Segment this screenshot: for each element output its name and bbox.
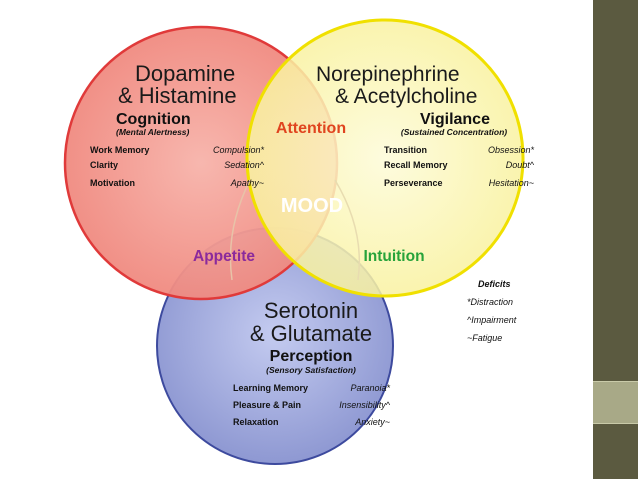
dopamine-row-positive: Clarity xyxy=(90,160,118,170)
serotonin-title-line2: & Glutamate xyxy=(250,321,372,346)
norepinephrine-title-line1: Norepinephrine xyxy=(316,63,460,86)
dopamine-function: Cognition xyxy=(116,111,191,128)
dopamine-row-negative: Compulsion* xyxy=(213,145,265,155)
sidebar-accent-line-bottom xyxy=(593,423,638,424)
serotonin-rows: Learning Memory Paranoia* Pleasure & Pai… xyxy=(233,383,391,427)
norepinephrine-row-positive: Transition xyxy=(384,145,427,155)
appetite-label: Appetite xyxy=(193,248,255,265)
dopamine-title-line2: & Histamine xyxy=(118,83,237,108)
serotonin-row-negative: Insensibility^ xyxy=(339,400,391,410)
deficit-item: ^Impairment xyxy=(467,315,517,325)
serotonin-title-line1: Serotonin xyxy=(264,298,358,323)
inner-arc-right xyxy=(334,179,361,281)
norepinephrine-rows: Transition Obsession* Recall Memory Doub… xyxy=(384,145,535,188)
sidebar-accent-block xyxy=(593,381,638,423)
norepinephrine-row-positive: Perseverance xyxy=(384,178,443,188)
inner-arc-left xyxy=(229,179,251,281)
serotonin-row-negative: Anxiety~ xyxy=(354,417,390,427)
dopamine-row-positive: Motivation xyxy=(90,178,135,188)
norepinephrine-row-negative: Hesitation~ xyxy=(489,178,534,188)
attention-label: Attention xyxy=(276,120,346,137)
norepinephrine-circle xyxy=(245,18,525,298)
serotonin-subtitle: (Sensory Satisfaction) xyxy=(266,365,356,375)
sidebar-accent-line-top xyxy=(593,381,638,382)
norepinephrine-row-negative: Obsession* xyxy=(488,145,535,155)
dopamine-subtitle: (Mental Alertness) xyxy=(116,127,190,137)
deficits-heading: Deficits xyxy=(478,279,511,289)
intuition-label: Intuition xyxy=(363,248,424,265)
dopamine-row-negative: Apathy~ xyxy=(230,178,264,188)
dopamine-row-negative: Sedation^ xyxy=(224,160,265,170)
serotonin-row-positive: Learning Memory xyxy=(233,383,308,393)
norepinephrine-subtitle: (Sustained Concentration) xyxy=(401,127,507,137)
serotonin-row-negative: Paranoia* xyxy=(350,383,390,393)
serotonin-row-positive: Pleasure & Pain xyxy=(233,400,301,410)
serotonin-function: Perception xyxy=(270,348,353,365)
dopamine-title-line1: Dopamine xyxy=(135,61,235,86)
norepinephrine-function: Vigilance xyxy=(420,111,490,128)
norepinephrine-row-negative: Doubt^ xyxy=(506,160,535,170)
serotonin-row-positive: Relaxation xyxy=(233,417,279,427)
deficits-legend: Deficits *Distraction ^Impairment ~Fatig… xyxy=(467,279,517,343)
norepinephrine-row-positive: Recall Memory xyxy=(384,160,448,170)
mood-label: MOOD xyxy=(281,195,343,217)
dopamine-row-positive: Work Memory xyxy=(90,145,149,155)
dopamine-rows: Work Memory Compulsion* Clarity Sedation… xyxy=(90,145,265,188)
norepinephrine-title-line2: & Acetylcholine xyxy=(335,85,477,108)
deficit-item: ~Fatigue xyxy=(467,333,502,343)
deficit-item: *Distraction xyxy=(467,297,513,307)
